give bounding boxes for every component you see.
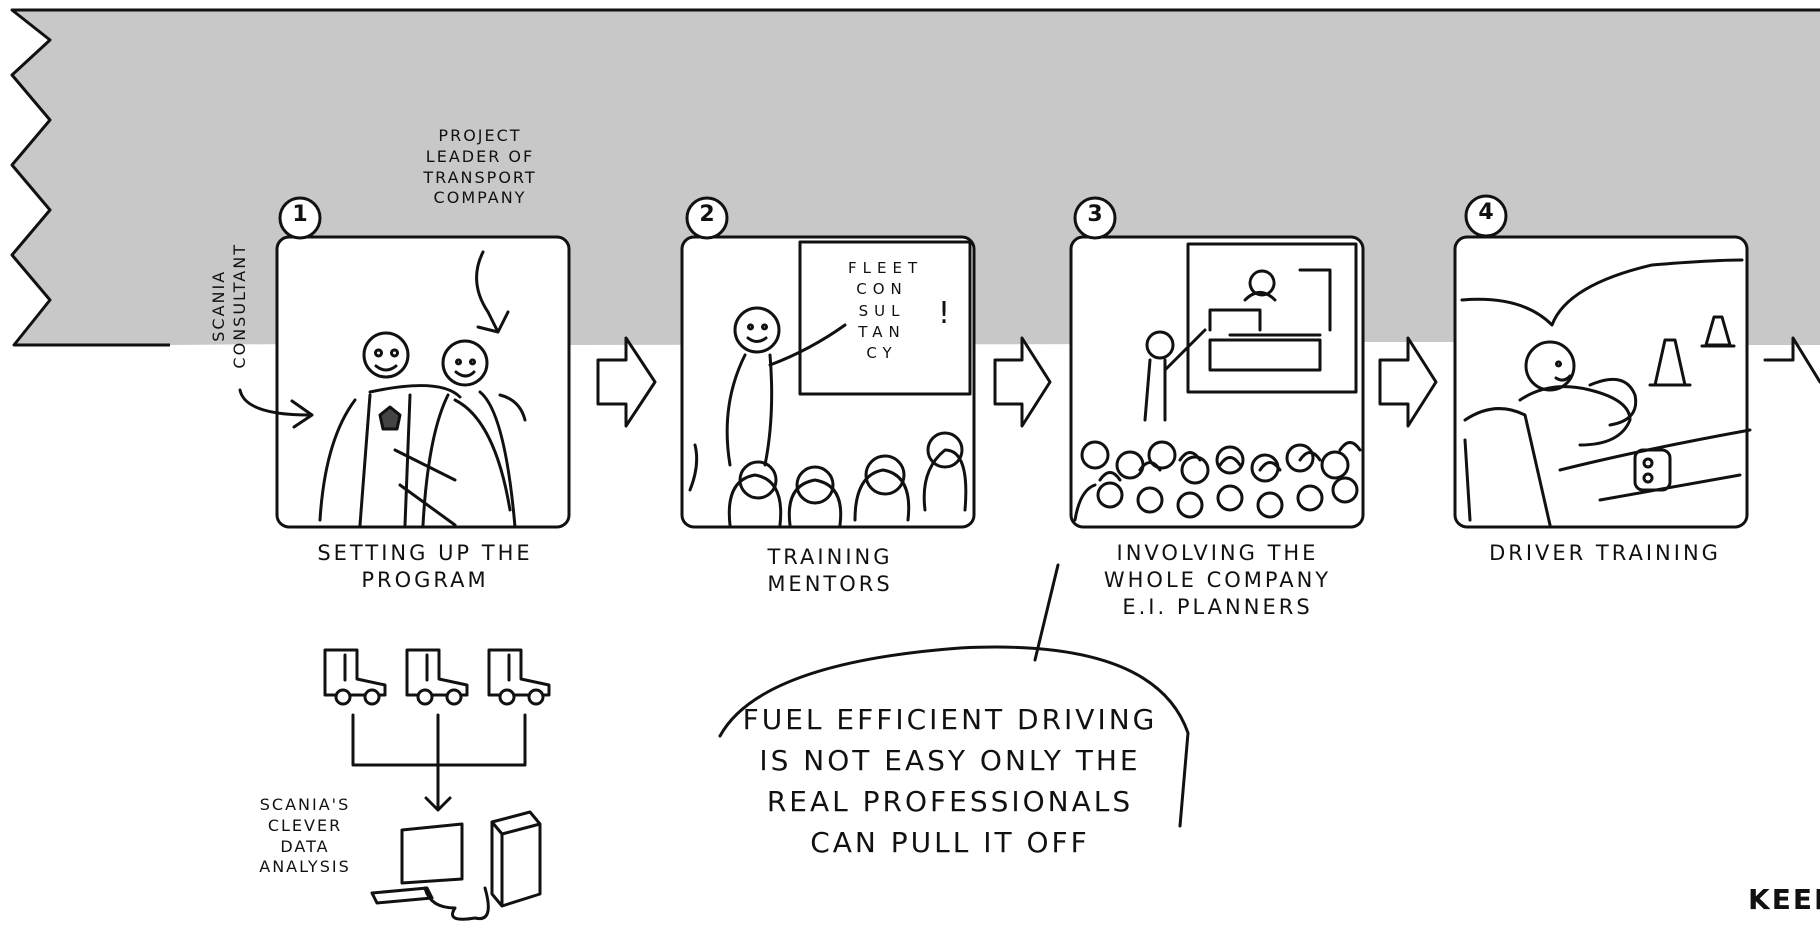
steering-wheel — [1588, 377, 1638, 427]
step-1-badge — [278, 196, 322, 240]
step-3-badge — [1073, 196, 1117, 240]
arrow-3-icon — [1378, 336, 1438, 428]
consultant-arrow — [238, 388, 314, 429]
project-leader-arrow — [475, 250, 510, 334]
arrow-4-icon — [1763, 336, 1820, 384]
truck-1-icon — [323, 648, 387, 697]
presenter-body — [1143, 328, 1207, 422]
presenter-head — [1145, 330, 1175, 360]
speech-bubble-text: FUEL EFFICIENT DRIVING IS NOT EASY ONLY … — [742, 703, 1158, 859]
truck-2-icon — [405, 648, 469, 697]
step-1-caption: SETTING UP THE PROGRAM — [317, 541, 533, 592]
step-4-number: 4 — [1478, 200, 1494, 225]
traffic-cone-1-icon — [1648, 338, 1692, 387]
corner-text: KEEP — [1748, 883, 1820, 916]
frame-2 — [680, 196, 976, 529]
project-leader-label: PROJECT LEADER OF TRANSPORT COMPANY — [423, 126, 537, 208]
audience — [688, 443, 968, 527]
truck-3-icon — [487, 648, 551, 697]
mentor-head — [733, 306, 781, 354]
driver-head — [1524, 340, 1576, 392]
data-analysis-label: SCANIA'S CLEVER DATA ANALYSIS — [259, 795, 351, 877]
whiteboard — [798, 240, 972, 396]
step-1-number: 1 — [292, 202, 308, 227]
consultant-head — [362, 331, 410, 379]
step-2-badge — [685, 196, 729, 240]
consultant-body — [318, 384, 462, 527]
arrow-1-icon — [596, 336, 657, 428]
seat — [1463, 407, 1552, 527]
mentor-body — [725, 353, 774, 467]
banner-outline — [10, 8, 1820, 347]
step-3-number: 3 — [1087, 202, 1103, 227]
windshield — [1460, 258, 1744, 327]
whiteboard-text: FLEET CON SUL TAN CY — [848, 259, 924, 363]
truck-in-screen — [1208, 268, 1332, 337]
frame-4 — [1453, 194, 1752, 529]
frame-1-box — [275, 235, 571, 529]
project-leader-body — [421, 390, 517, 529]
step-4-badge — [1464, 194, 1508, 238]
step-2-number: 2 — [699, 202, 715, 227]
whiteboard-exclamation: ! — [937, 296, 953, 331]
trucks — [323, 648, 551, 706]
arrow-2-icon — [993, 336, 1052, 428]
driver-body — [1518, 385, 1632, 447]
computer-icon — [370, 810, 542, 921]
gear-panel — [1633, 448, 1672, 492]
step-2-caption: TRAINING MENTORS — [767, 545, 893, 596]
step-3-caption: INVOLVING THE WHOLE COMPANY E.I. PLANNER… — [1103, 541, 1332, 619]
scania-consultant-label: SCANIA CONSULTANT — [209, 243, 249, 369]
frame-3 — [1069, 196, 1365, 529]
pointing-arm — [768, 323, 847, 367]
scania-logo-icon — [378, 405, 402, 431]
frame-1 — [275, 196, 571, 529]
data-flow-lines — [351, 713, 527, 812]
traffic-cone-2-icon — [1700, 315, 1736, 348]
project-leader-head — [441, 339, 489, 387]
step-4-caption: DRIVER TRAINING — [1489, 541, 1721, 565]
speech-bubble-outline — [718, 563, 1190, 828]
